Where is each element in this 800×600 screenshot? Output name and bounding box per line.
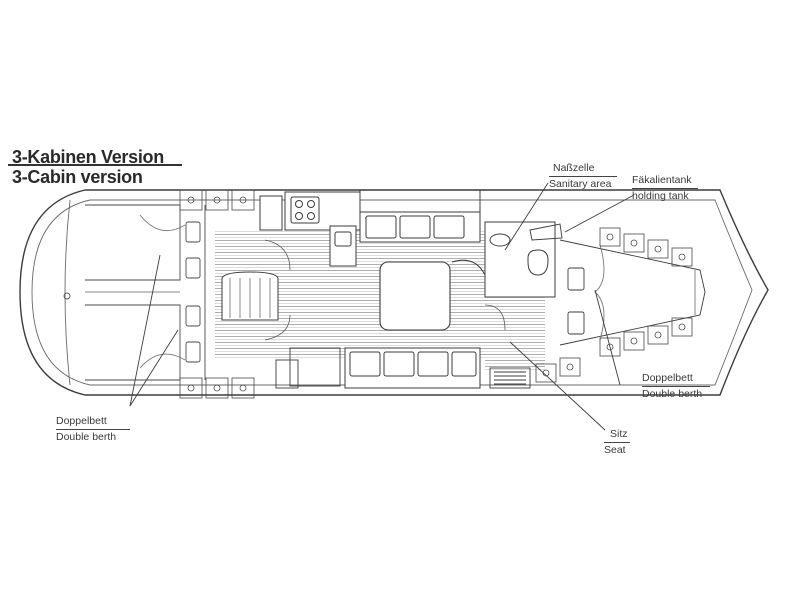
label-double-berth-fwd-german: Doppelbett [642,372,693,384]
settee-bottom [344,347,481,389]
aft-lower-locker [275,347,341,389]
sanitary-area [451,221,556,298]
label-double-berth-fwd: Doppelbett Double berth [642,372,710,401]
label-seat-german: Sitz [610,428,628,440]
title-underline [8,164,182,166]
label-double-berth-aft-english: Double berth [56,431,117,443]
transom-line [64,199,71,386]
label-sanitary: Naßzelle Sanitary area [549,162,617,191]
hull-outline [19,189,769,396]
label-seat-english: Seat [604,444,626,456]
stern-fitting [63,292,71,300]
label-seat: Sitz Seat [604,428,630,457]
saloon-table [379,261,451,331]
forward-lockers [535,227,693,383]
forward-cabin [559,239,706,346]
aft-berths [85,204,206,381]
door-arcs [264,239,506,341]
label-holding-tank-english: holding tank [632,190,689,202]
label-double-berth-aft-german: Doppelbett [56,415,107,427]
label-sanitary-german: Naßzelle [553,162,595,174]
galley [259,191,361,267]
seat-shape [489,367,531,389]
title-english: 3-Cabin version [12,167,143,187]
label-sanitary-english: Sanitary area [549,178,612,190]
companionway-seat [221,271,279,321]
holding-tank [529,223,563,241]
settee-top [359,190,481,243]
aft-lockers [179,189,255,399]
label-double-berth-fwd-english: Double berth [642,388,703,400]
title-german: 3-Kabinen Version [12,147,164,167]
label-double-berth-aft: Doppelbett Double berth [56,415,130,444]
leader-lines [129,182,635,431]
label-holding-tank: Fäkalientank holding tank [632,174,698,203]
label-holding-tank-german: Fäkalientank [632,174,692,186]
